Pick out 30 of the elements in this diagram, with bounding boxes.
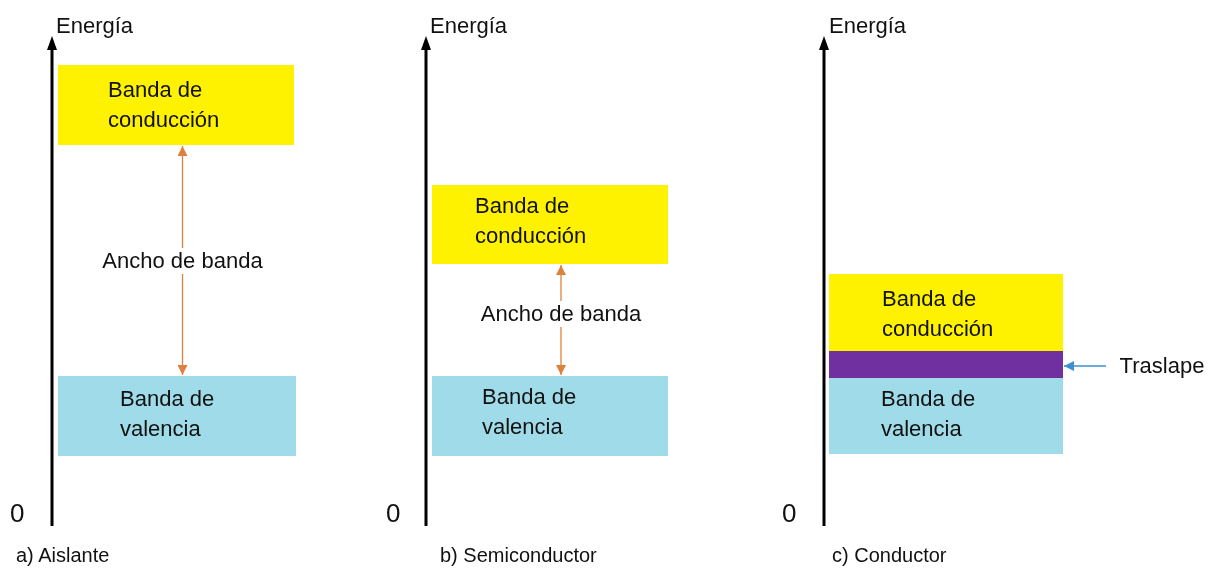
arrow xyxy=(177,273,188,376)
band-label: Banda de valencia xyxy=(881,385,977,443)
axis-label: Energía xyxy=(430,13,508,39)
arrow xyxy=(556,326,566,376)
panel-caption: c) Conductor xyxy=(832,543,947,568)
band-label: Banda de conducción xyxy=(108,76,221,134)
band-label: Banda de valencia xyxy=(482,383,578,441)
energy-band xyxy=(829,378,1063,454)
overlap-band xyxy=(829,351,1063,378)
annotation-text: Ancho de banda xyxy=(80,248,285,274)
axis-label: Energía xyxy=(829,13,907,39)
panel-caption: a) Aislante xyxy=(16,543,110,568)
arrow xyxy=(1063,361,1107,371)
band-label: Banda de conducción xyxy=(882,285,995,343)
band-label: Banda de conducción xyxy=(475,192,588,250)
arrow xyxy=(177,145,188,249)
energy-band xyxy=(58,376,296,456)
axis-origin-label: 0 xyxy=(10,500,25,526)
arrow xyxy=(556,264,566,302)
energy-band xyxy=(829,274,1063,351)
panel-caption: b) Semiconductor xyxy=(440,543,597,568)
band-label: Banda de valencia xyxy=(120,385,216,443)
annotation-text: Ancho de banda xyxy=(458,301,664,327)
annotation-text: Traslape xyxy=(1110,353,1214,379)
energy-band xyxy=(58,65,294,145)
axis-label: Energía xyxy=(56,13,134,39)
axis-origin-label: 0 xyxy=(386,500,401,526)
axis-origin-label: 0 xyxy=(782,500,797,526)
energy-band xyxy=(432,376,668,456)
energy-band xyxy=(432,185,668,264)
